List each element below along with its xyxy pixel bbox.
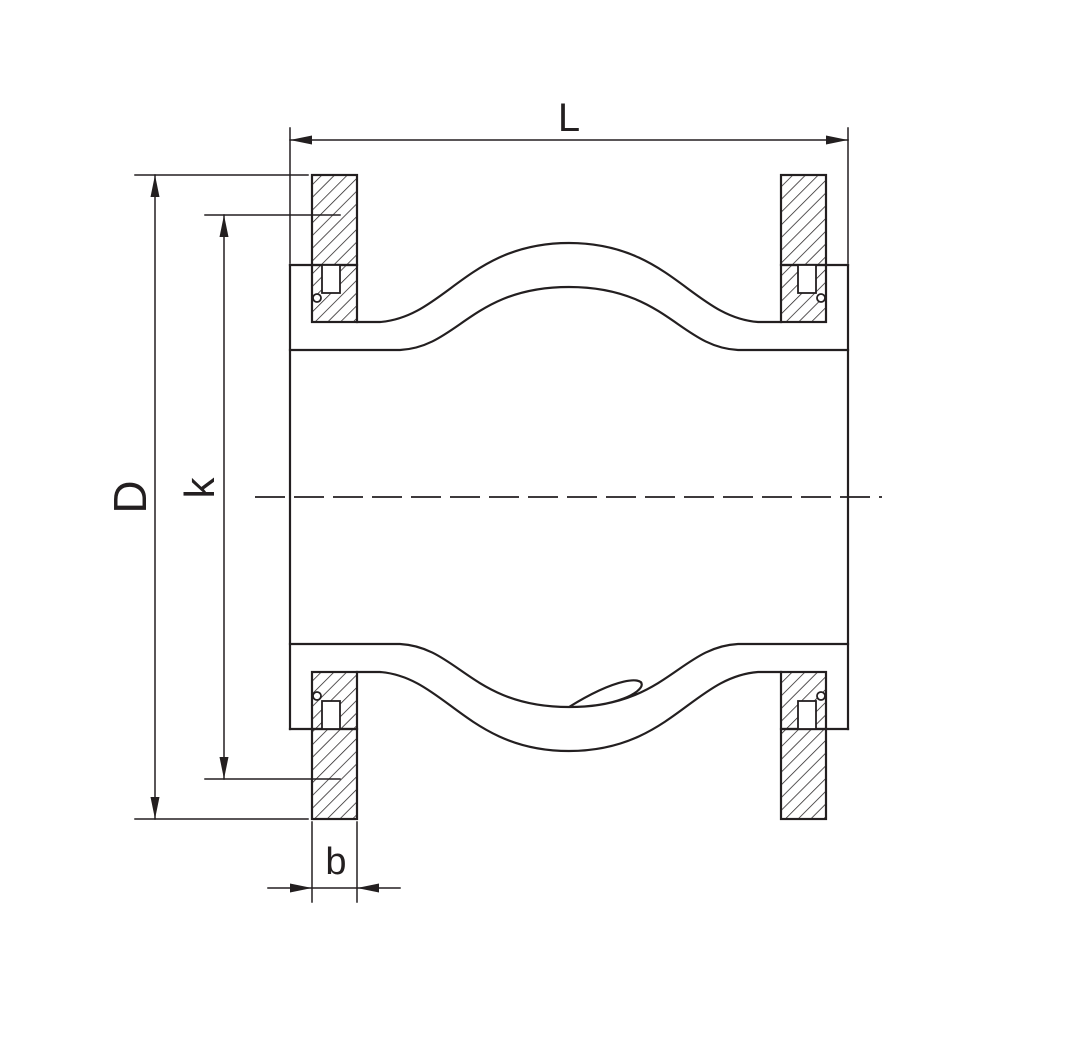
flange-groove bbox=[797, 700, 817, 730]
dimension-label-L: L bbox=[558, 96, 580, 140]
flange-bottom-left bbox=[310, 670, 359, 821]
flange-groove bbox=[321, 700, 341, 730]
arrowhead-left bbox=[290, 135, 312, 145]
flange-groove bbox=[797, 264, 817, 294]
flange-top-right bbox=[779, 173, 828, 324]
flange-plate-section bbox=[310, 727, 359, 821]
arrowhead-right bbox=[826, 135, 848, 145]
flange-bottom-right bbox=[779, 670, 828, 821]
bellows-arch-top-inner bbox=[288, 285, 850, 352]
arrowhead-down bbox=[150, 797, 160, 819]
flange-plate-section bbox=[310, 173, 359, 267]
dimension-b: b bbox=[267, 821, 401, 903]
bellows-arch-top-outer bbox=[355, 241, 783, 324]
flange-top-left bbox=[310, 173, 359, 324]
vent-hole bbox=[312, 293, 322, 303]
dimension-L: L bbox=[289, 96, 849, 264]
bellows-arch-bottom-outer bbox=[355, 670, 783, 753]
dimension-label-D: D bbox=[104, 480, 156, 513]
flange-groove bbox=[321, 264, 341, 294]
bellows-arch-bottom-inner bbox=[288, 642, 850, 709]
arrowhead-up bbox=[150, 175, 160, 197]
dimension-D: D bbox=[104, 174, 309, 820]
vent-hole bbox=[816, 293, 826, 303]
dimension-k: k bbox=[176, 214, 341, 780]
arrowhead-right bbox=[290, 883, 312, 893]
dimension-label-b: b bbox=[325, 841, 346, 883]
vent-hole bbox=[312, 691, 322, 701]
arrowhead-up bbox=[219, 215, 229, 237]
flange-plate-section bbox=[779, 173, 828, 267]
flange-plate-section bbox=[779, 727, 828, 821]
vent-hole bbox=[816, 691, 826, 701]
arrowhead-down bbox=[219, 757, 229, 779]
dimension-label-k: k bbox=[176, 477, 223, 499]
joint-body bbox=[255, 241, 882, 753]
arrowhead-left bbox=[357, 883, 379, 893]
